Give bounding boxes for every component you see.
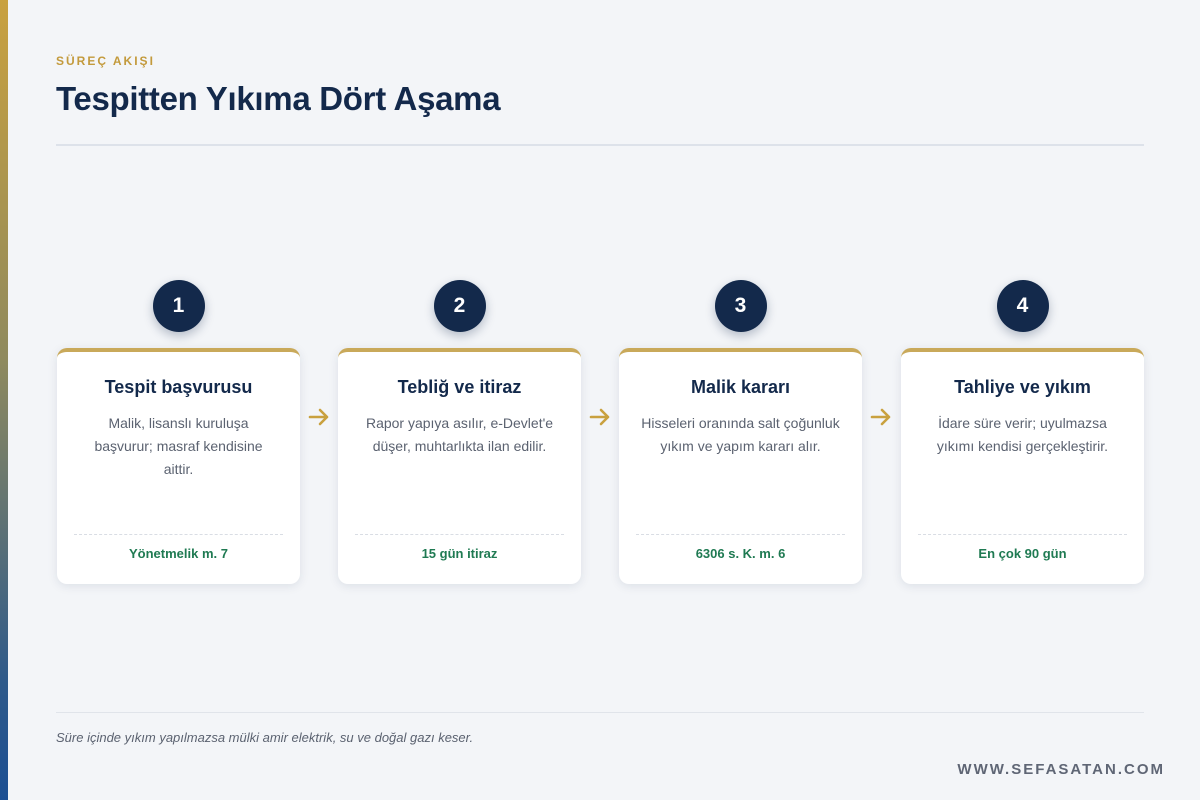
step-2: 2 Tebliğ ve itiraz Rapor yapıya asılır, … bbox=[338, 280, 581, 584]
step-description: İdare süre verir; uyulmazsa yıkımı kendi… bbox=[936, 415, 1109, 454]
step-card-divider bbox=[74, 534, 283, 535]
step-card: Tespit başvurusu Malik, lisanslı kuruluş… bbox=[57, 348, 300, 584]
step-title: Malik kararı bbox=[690, 377, 791, 397]
step-3: 3 Malik kararı Hisseleri oranında salt ç… bbox=[619, 280, 862, 584]
step-description: Hisseleri oranında salt çoğunluk yıkım v… bbox=[641, 415, 840, 454]
step-title: Tebliğ ve itiraz bbox=[397, 377, 522, 397]
step-reference: 6306 s. K. m. 6 bbox=[695, 546, 786, 561]
step-number-badge: 4 bbox=[996, 280, 1049, 332]
page-title: Tespitten Yıkıma Dört Aşama bbox=[56, 80, 501, 117]
step-card-divider bbox=[355, 534, 564, 535]
step-title: Tahliye ve yıkım bbox=[954, 377, 1091, 397]
step-card-divider bbox=[636, 534, 845, 535]
step-card: Tebliğ ve itiraz Rapor yapıya asılır, e-… bbox=[338, 348, 581, 584]
section-eyebrow: SÜREÇ AKIŞI bbox=[56, 54, 155, 68]
footer-divider bbox=[56, 712, 1144, 713]
step-card: Tahliye ve yıkım İdare süre verir; uyulm… bbox=[901, 348, 1144, 584]
step-4: 4 Tahliye ve yıkım İdare süre verir; uyu… bbox=[901, 280, 1144, 584]
step-reference: En çok 90 gün bbox=[978, 546, 1067, 561]
step-description: Rapor yapıya asılır, e-Devlet'e düşer, m… bbox=[365, 415, 554, 454]
step-description: Malik, lisanslı kuruluşa başvurur; masra… bbox=[94, 415, 263, 477]
left-accent-bar bbox=[0, 0, 8, 800]
title-divider bbox=[56, 144, 1144, 146]
step-number-badge: 1 bbox=[152, 280, 205, 332]
website-url: WWW.SEFASATAN.COM bbox=[957, 761, 1165, 778]
step-card: Malik kararı Hisseleri oranında salt çoğ… bbox=[619, 348, 862, 584]
step-card-divider bbox=[918, 534, 1127, 535]
step-number-badge: 2 bbox=[433, 280, 486, 332]
step-title: Tespit başvurusu bbox=[104, 377, 253, 397]
step-1: 1 Tespit başvurusu Malik, lisanslı kurul… bbox=[57, 280, 300, 584]
arrow-right-icon bbox=[870, 408, 891, 426]
step-number-badge: 3 bbox=[714, 280, 767, 332]
footnote: Süre içinde yıkım yapılmazsa mülki amir … bbox=[56, 730, 474, 745]
arrow-right-icon bbox=[308, 408, 329, 426]
step-reference: Yönetmelik m. 7 bbox=[129, 546, 228, 561]
arrow-right-icon bbox=[589, 408, 610, 426]
step-reference: 15 gün itiraz bbox=[421, 546, 498, 561]
